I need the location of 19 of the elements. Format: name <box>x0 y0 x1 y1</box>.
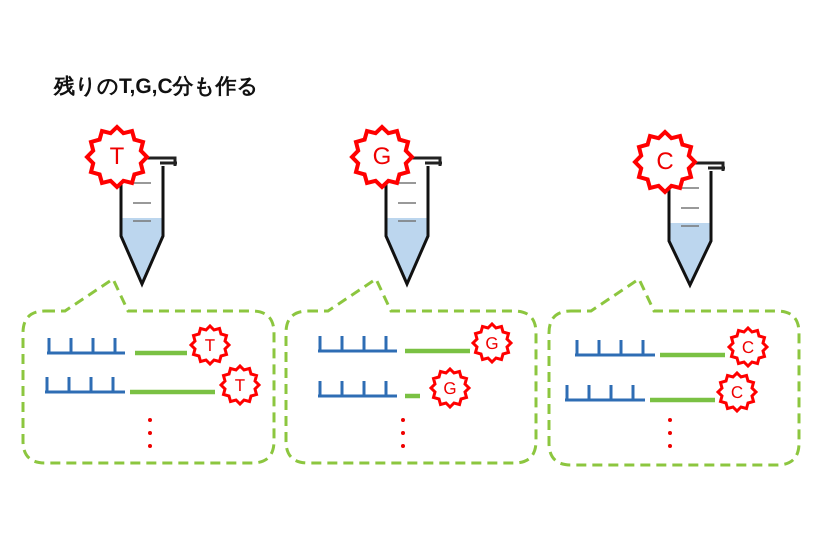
base-letter: T <box>110 145 124 169</box>
base-letter: C <box>730 384 744 400</box>
starburst-badge <box>188 323 232 367</box>
base-letter: G <box>443 380 457 396</box>
starburst-badge <box>470 321 514 365</box>
base-letter: G <box>485 334 499 352</box>
starburst-badge <box>218 363 262 407</box>
starburst-badge <box>632 129 698 195</box>
base-letter: C <box>742 338 754 356</box>
starburst-badge <box>349 124 415 190</box>
starburst-badge <box>428 366 472 410</box>
base-letter: G <box>372 145 392 169</box>
starburst-badge <box>726 325 770 369</box>
starburst-badge <box>84 124 150 190</box>
title: 残りのT,G,C分も作る <box>54 74 259 100</box>
starburst-badge <box>715 370 759 414</box>
base-letter: T <box>234 376 246 394</box>
base-letter: T <box>204 336 216 354</box>
base-letter: C <box>656 150 674 174</box>
